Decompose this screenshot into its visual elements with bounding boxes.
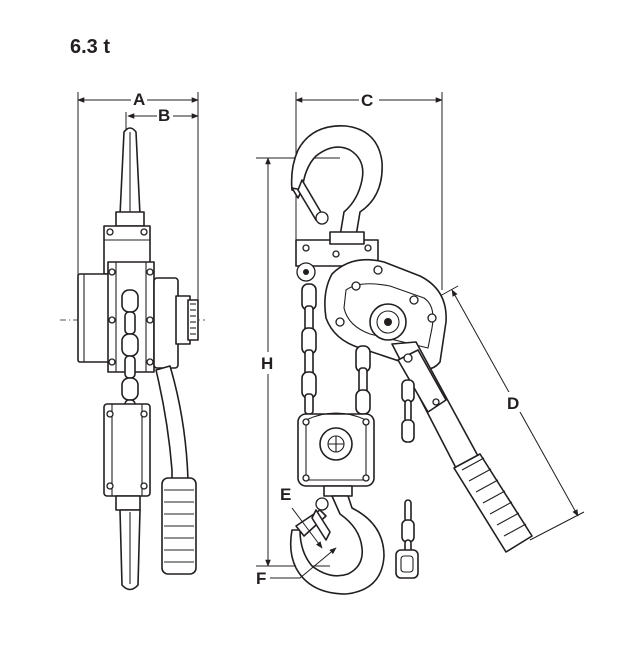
side-bottom-swivel (115, 495, 141, 511)
dim-label-c: C (361, 91, 373, 110)
front-load-chain-left (301, 283, 317, 415)
dim-label-f: F (256, 569, 266, 588)
dim-label-b: B (158, 106, 170, 125)
side-load-chain (121, 289, 139, 421)
dim-label-d: D (507, 394, 519, 413)
side-top-swivel (115, 211, 145, 227)
side-gear-cover (77, 273, 111, 363)
top-hook-swivel (329, 231, 365, 245)
front-slack-chain (395, 379, 419, 579)
side-bottom-block (103, 403, 151, 497)
front-view: C H D (256, 90, 585, 595)
side-frame-plate (153, 277, 179, 369)
dim-d-bottom-extension (529, 511, 585, 541)
dim-label-a: A (133, 90, 145, 109)
front-top-hook (290, 125, 383, 237)
capacity-title: 6.3 t (70, 36, 111, 58)
dim-label-h: H (261, 354, 273, 373)
front-load-chain-right (355, 345, 371, 415)
side-view: A B (60, 90, 205, 591)
front-bottom-hook (289, 495, 385, 595)
dim-f-leader (299, 547, 337, 579)
front-lever-grip (453, 453, 533, 553)
bottom-hook-swivel (323, 485, 353, 497)
dim-label-e: E (280, 485, 291, 504)
dim-e-leader (291, 507, 323, 549)
front-ratchet-plate (397, 349, 447, 413)
side-handwheel-knob (187, 299, 199, 341)
side-lever-arm (155, 365, 189, 481)
chain-end-ring (395, 549, 419, 579)
